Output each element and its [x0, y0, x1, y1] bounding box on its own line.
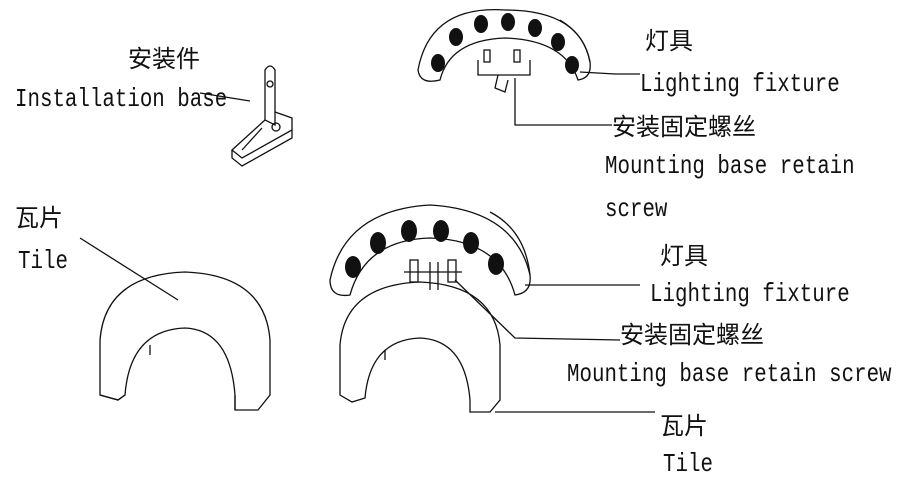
- leader-line: [79, 237, 179, 301]
- screw-top-label-en-2: screw: [605, 194, 668, 224]
- tile-left-label-en: Tile: [18, 246, 68, 276]
- leader-line: [199, 92, 251, 102]
- fixture-bottom-drawing: [329, 204, 531, 297]
- tile-bottom-label-cn: 瓦片: [660, 412, 708, 440]
- screw-top-label-en-1: Mounting base retain: [605, 151, 855, 181]
- installation-base-label-cn: 安装件: [128, 45, 200, 73]
- tile-bottom-drawing: [339, 281, 501, 413]
- tile-left-label-cn: 瓦片: [15, 204, 63, 232]
- fixture-bottom-label-en: Lighting fixture: [650, 279, 850, 309]
- installation-base-label-en: Installation base: [15, 84, 228, 114]
- screw-bottom-label-cn: 安装固定螺丝: [620, 321, 764, 349]
- fixture-top-label-cn: 灯具: [645, 27, 693, 55]
- fixture-top-drawing: [417, 9, 591, 93]
- fixture-bottom-label-cn: 灯具: [660, 242, 708, 270]
- installation-base-drawing: [230, 65, 293, 167]
- screw-bottom-label-en: Mounting base retain screw: [567, 359, 892, 389]
- leader-line: [514, 78, 612, 126]
- tile-bottom-label-en: Tile: [663, 449, 713, 479]
- screw-top-label-cn: 安装固定螺丝: [612, 113, 756, 141]
- tile-left-drawing: [99, 271, 271, 411]
- fixture-top-label-en: Lighting fixture: [640, 69, 840, 99]
- leader-line: [579, 71, 640, 75]
- leader-line: [454, 279, 621, 341]
